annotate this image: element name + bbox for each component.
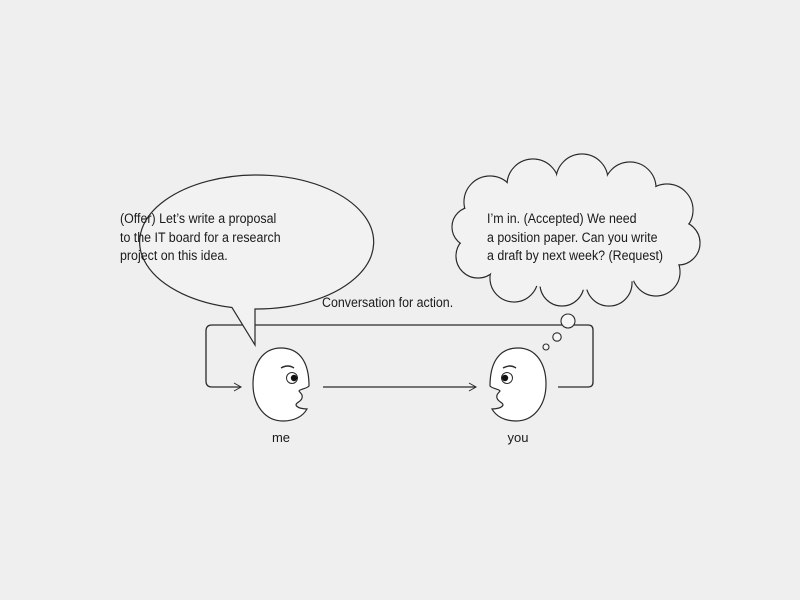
speech-bubble	[139, 174, 375, 348]
thought-bubble	[451, 153, 701, 307]
face-you	[489, 347, 547, 422]
speech-bubble-text: (Offer) Let’s write a proposal to the IT…	[120, 210, 281, 266]
thought-line-2: a position paper. Can you write	[487, 229, 658, 245]
face-me	[252, 347, 310, 422]
participant-label-me: me	[271, 430, 291, 445]
conversation-loop	[205, 324, 594, 392]
thought-line-1: I’m in. (Accepted) We need	[487, 211, 637, 226]
speech-line-1: (Offer) Let’s write a proposal	[120, 211, 277, 226]
participant-label-you: you	[507, 430, 529, 445]
speech-line-2: to the IT board for a research	[120, 229, 281, 245]
thought-dot-small	[542, 343, 550, 351]
speech-line-3: project on this idea.	[120, 248, 228, 263]
thought-dot-large	[560, 313, 576, 329]
thought-bubble-text: I’m in. (Accepted) We need a position pa…	[487, 210, 663, 266]
thought-dot-medium	[552, 332, 562, 342]
thought-line-3: a draft by next week? (Request)	[487, 248, 664, 263]
diagram-caption: Conversation for action.	[322, 295, 454, 310]
